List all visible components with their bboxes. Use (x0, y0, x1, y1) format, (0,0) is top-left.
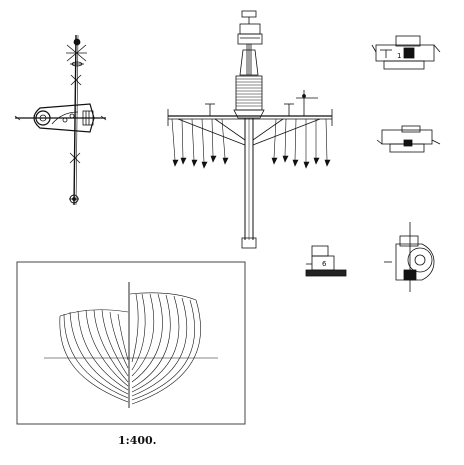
detail-fitting-2 (376, 125, 441, 153)
signal-halyards (171, 118, 331, 169)
detail-number: 1 (397, 52, 401, 60)
detail-fitting-1: 1 (371, 35, 441, 70)
cross-mark (70, 74, 82, 86)
hatched-platform (235, 75, 263, 111)
mast-elevation-view (167, 10, 333, 249)
scale-label: 1:400. (118, 434, 157, 447)
mast-plan-view (14, 34, 107, 206)
cross-mark (69, 152, 81, 164)
detail-number: 6 (322, 260, 327, 268)
top-star-mark (66, 38, 87, 62)
hull-body-plan (16, 261, 246, 425)
detail-fitting-3: 6 (305, 245, 347, 277)
detail-fitting-4 (384, 222, 435, 292)
